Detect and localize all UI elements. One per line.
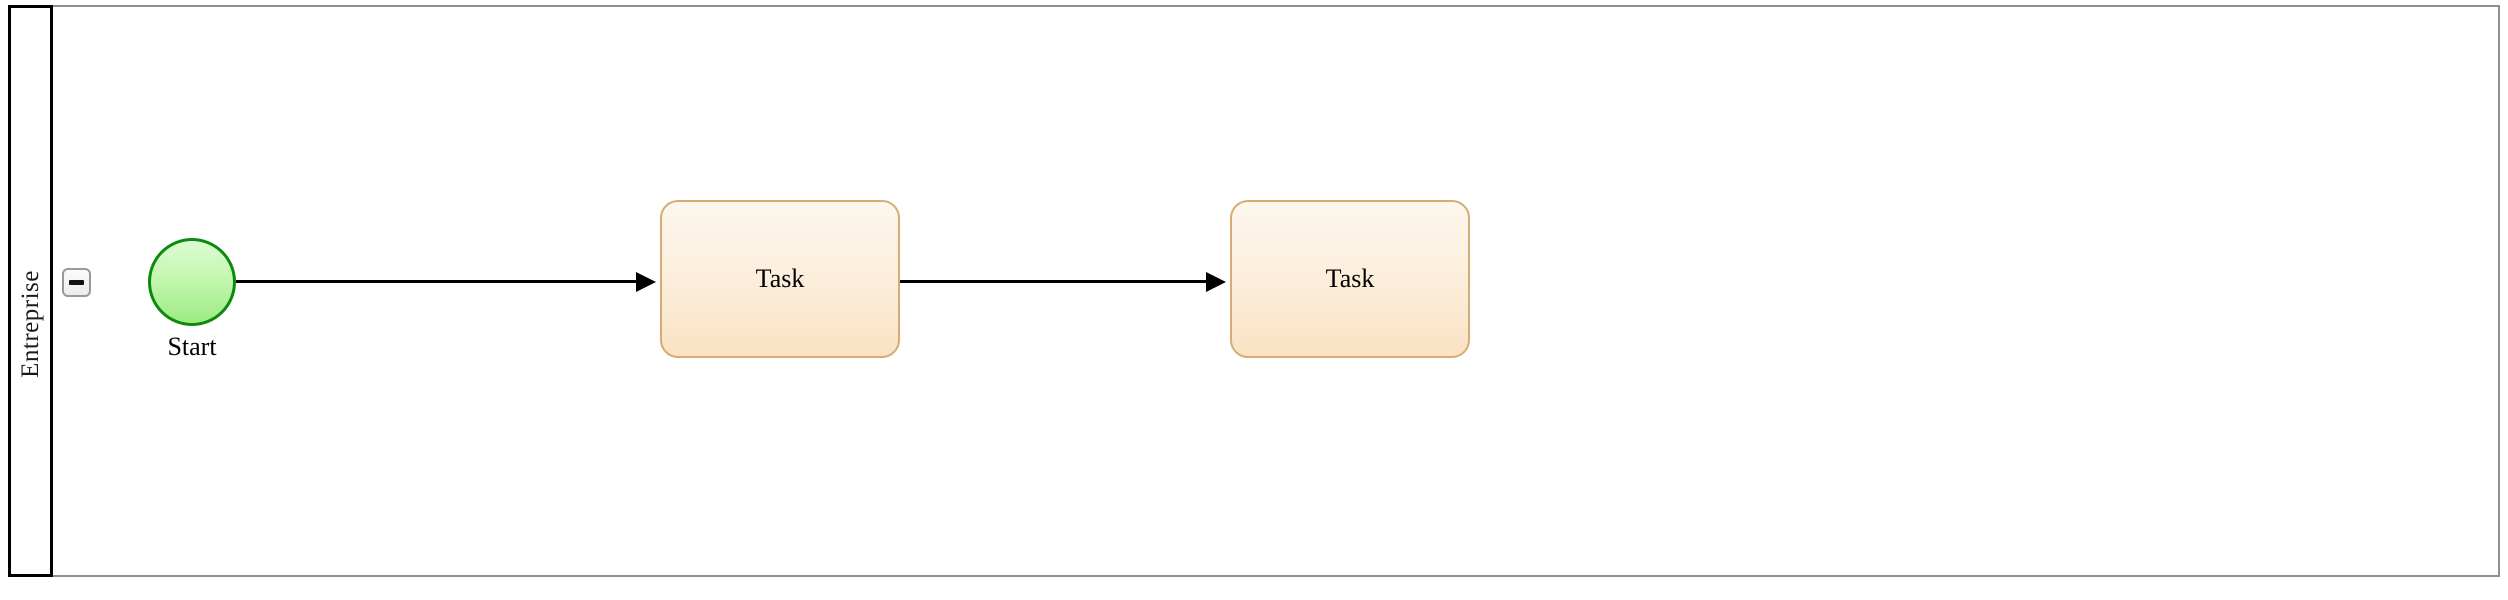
task-node-1[interactable]: Task [660, 200, 900, 358]
start-event-label: Start [167, 332, 217, 361]
task-node-2[interactable]: Task [1230, 200, 1470, 358]
sequence-flow-start-to-task1[interactable] [236, 280, 636, 283]
task-label: Task [755, 264, 805, 293]
task-label: Task [1325, 264, 1375, 293]
start-event-node[interactable]: Start [148, 238, 236, 361]
sequence-flow-task1-to-task2[interactable] [900, 280, 1206, 283]
start-event-circle [148, 238, 236, 326]
minus-icon [69, 280, 84, 285]
pool-name-label: Entreprise [16, 270, 44, 378]
arrowhead-icon [636, 272, 656, 292]
arrowhead-icon [1206, 272, 1226, 292]
pool-collapse-button[interactable] [62, 268, 91, 297]
pool-header[interactable]: Entreprise [8, 5, 53, 577]
